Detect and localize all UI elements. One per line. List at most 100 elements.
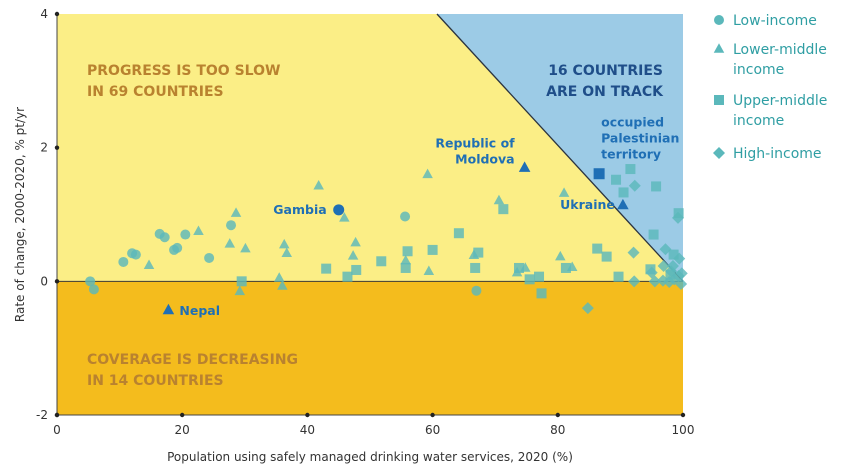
annotation-label-line: territory [601,147,661,162]
data-point [427,244,438,255]
data-point [277,280,288,290]
data-point [627,246,640,259]
data-point [278,238,290,249]
highlight-point [617,198,629,210]
annotation-label-line: Moldova [455,152,514,167]
region-decreasing [57,281,683,415]
legend-label-line: High-income [733,146,822,162]
region-label-decreasing-line: IN 14 COUNTRIES [87,373,224,389]
highlight-point [593,168,605,180]
data-point [422,168,433,179]
data-point [673,252,686,265]
data-point [625,164,636,175]
region-label-on-track-line: ARE ON TRACK [546,84,664,100]
data-point [524,274,535,285]
data-point [493,194,505,205]
y-tick-mark [54,145,60,150]
y-tick-mark [54,412,60,418]
highlighted-points [162,161,629,315]
data-point [628,275,641,288]
data-point [350,236,361,247]
data-point [339,212,350,222]
legend-marker [713,43,725,53]
x-tick-mark [555,412,560,418]
data-point [648,275,661,288]
data-point [560,262,571,273]
data-point [671,211,684,224]
data-point [321,263,332,274]
data-point [659,243,672,256]
data-point [453,228,464,239]
data-point [423,265,435,276]
x-axis-title: Population using safely managed drinking… [167,450,573,464]
region-label-decreasing-line: COVERAGE IS DECREASING [87,352,298,368]
data-points [85,164,688,315]
data-point [657,259,670,272]
annotation-label: Nepal [179,303,220,318]
legend-label-line: Low-income [733,13,817,29]
region-label-decreasing: COVERAGE IS DECREASING IN 14 COUNTRIES [87,352,298,389]
annotation-label-line: Gambia [273,202,326,217]
legend-label: Low-income [733,13,817,29]
data-point [88,284,99,295]
region-label-slow-line: IN 69 COUNTRIES [87,84,224,100]
data-point [471,285,482,296]
data-point [534,271,545,282]
region-label-on-track-line: 16 COUNTRIES [548,63,663,79]
data-point [473,247,484,258]
annotation-label-line: occupied [601,115,664,130]
data-point [513,262,524,273]
data-point [347,250,359,260]
legend-label: High-income [733,146,822,162]
data-point [273,272,285,282]
data-point [536,288,547,299]
data-point [581,302,594,315]
x-tick-mark [430,412,435,418]
legend-marker [714,15,724,25]
y-tick-label: 2 [40,141,48,155]
data-point [159,232,170,243]
data-point [675,278,688,291]
data-point [666,259,679,272]
legend-label-line: income [733,113,784,129]
legend-marker [713,147,725,159]
data-point [400,262,411,273]
highlight-point [333,204,345,216]
data-point [226,220,237,231]
y-tick-label: 4 [40,7,48,21]
data-point [558,187,570,197]
highlight-point [518,161,531,172]
data-point [351,264,362,275]
data-point [143,259,155,270]
data-point [613,271,624,282]
y-axis-title: Rate of change, 2000-2020, % pt/yr [13,107,27,322]
data-point [651,181,662,192]
data-point [224,238,236,248]
x-tick-label: 60 [425,423,440,437]
annotation-label: Ukraine [560,197,615,212]
data-point [342,271,353,282]
y-tick-mark [54,11,60,17]
legend-label-line: Lower-middle [733,42,827,58]
data-point [313,180,324,190]
annotation-label-line: Palestinian [601,131,679,146]
data-point [172,242,183,253]
data-point [240,242,251,253]
data-point [130,249,141,260]
data-point [118,256,129,267]
annotation-label-line: Ukraine [560,197,615,212]
data-point [611,174,622,185]
x-tick-label: 0 [53,423,61,437]
annotation-label: Gambia [273,202,326,217]
data-point [180,229,191,240]
x-tick-label: 100 [672,423,695,437]
x-tick-label: 80 [550,423,565,437]
data-point [592,243,603,254]
